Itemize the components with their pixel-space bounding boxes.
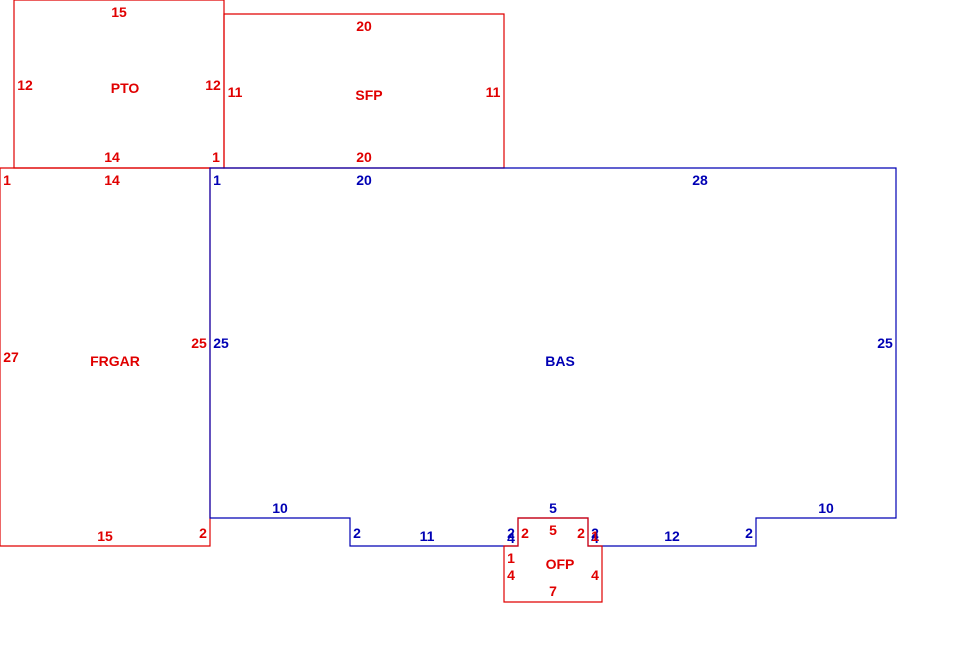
bas-dim-bottom-mid-left: 11 (420, 528, 435, 544)
frgar-dim-bottom-right: 2 (199, 525, 207, 541)
pto-dim-bottom-right: 1 (212, 149, 220, 165)
bas-dim-right: 25 (877, 335, 893, 351)
pto-dim-left: 12 (17, 77, 33, 93)
sfp-dim-top: 20 (356, 18, 372, 34)
sfp-dim-left: 11 (228, 84, 243, 100)
ofp-dim-top: 5 (549, 522, 557, 538)
area-frgar: FRGAR 1 14 27 25 15 2 (0, 167, 211, 547)
area-ofp: OFP 5 2 2 1 4 1 4 7 (503, 517, 603, 603)
frgar-label: FRGAR (90, 353, 140, 369)
bas-dim-left: 25 (213, 335, 229, 351)
bas-dim-bottom-right: 10 (818, 500, 834, 516)
bas-dim-top-b: 28 (692, 172, 708, 188)
sfp-label: SFP (355, 87, 382, 103)
bas-dim-bottom-left: 10 (272, 500, 288, 516)
bas-dim-step-mid-left-b: 4 (507, 530, 515, 546)
pto-dim-top: 15 (111, 4, 127, 20)
ofp-dim-left: 4 (507, 567, 515, 583)
pto-dim-right: 12 (205, 77, 221, 93)
bas-dim-step-right: 2 (745, 525, 753, 541)
ofp-dim-bottom: 7 (549, 583, 557, 599)
pto-label: PTO (111, 80, 140, 96)
bas-dim-top-a: 20 (356, 172, 372, 188)
bas-dim-step-mid-right-b: 4 (591, 530, 599, 546)
area-sfp: SFP 20 11 11 20 (223, 13, 505, 169)
area-pto: PTO 15 12 12 14 1 (13, 0, 225, 169)
sfp-dim-right: 11 (486, 84, 501, 100)
pto-dim-bottom: 14 (104, 149, 120, 165)
bas-dim-step-mid-left: 2 (507, 525, 515, 541)
ofp-dim-left-top: 2 (521, 525, 529, 541)
bas-dim-step-mid-right: 2 (591, 525, 599, 541)
ofp-label: OFP (546, 556, 575, 572)
bas-dim-top-left: 1 (213, 172, 221, 188)
area-bas: BAS 1 20 28 25 25 10 2 11 2 4 5 2 4 12 2… (209, 167, 897, 547)
ofp-dim-right-a: 1 (591, 528, 599, 544)
frgar-dim-bottom: 15 (97, 528, 113, 544)
ofp-outline (503, 517, 603, 603)
bas-dim-step-left: 2 (353, 525, 361, 541)
sfp-dim-bottom: 20 (356, 149, 372, 165)
ofp-dim-right-top: 2 (577, 525, 585, 541)
bas-label: BAS (545, 353, 575, 369)
bas-dim-bottom-mid-right: 12 (664, 528, 680, 544)
frgar-dim-right: 25 (191, 335, 207, 351)
ofp-dim-left-a: 1 (507, 550, 515, 566)
frgar-dim-top-left: 1 (3, 172, 11, 188)
frgar-outline (0, 167, 211, 547)
frgar-dim-top: 14 (104, 172, 120, 188)
ofp-dim-right: 4 (591, 567, 599, 583)
frgar-dim-left: 27 (3, 349, 19, 365)
bas-dim-notch-top: 5 (549, 500, 557, 516)
